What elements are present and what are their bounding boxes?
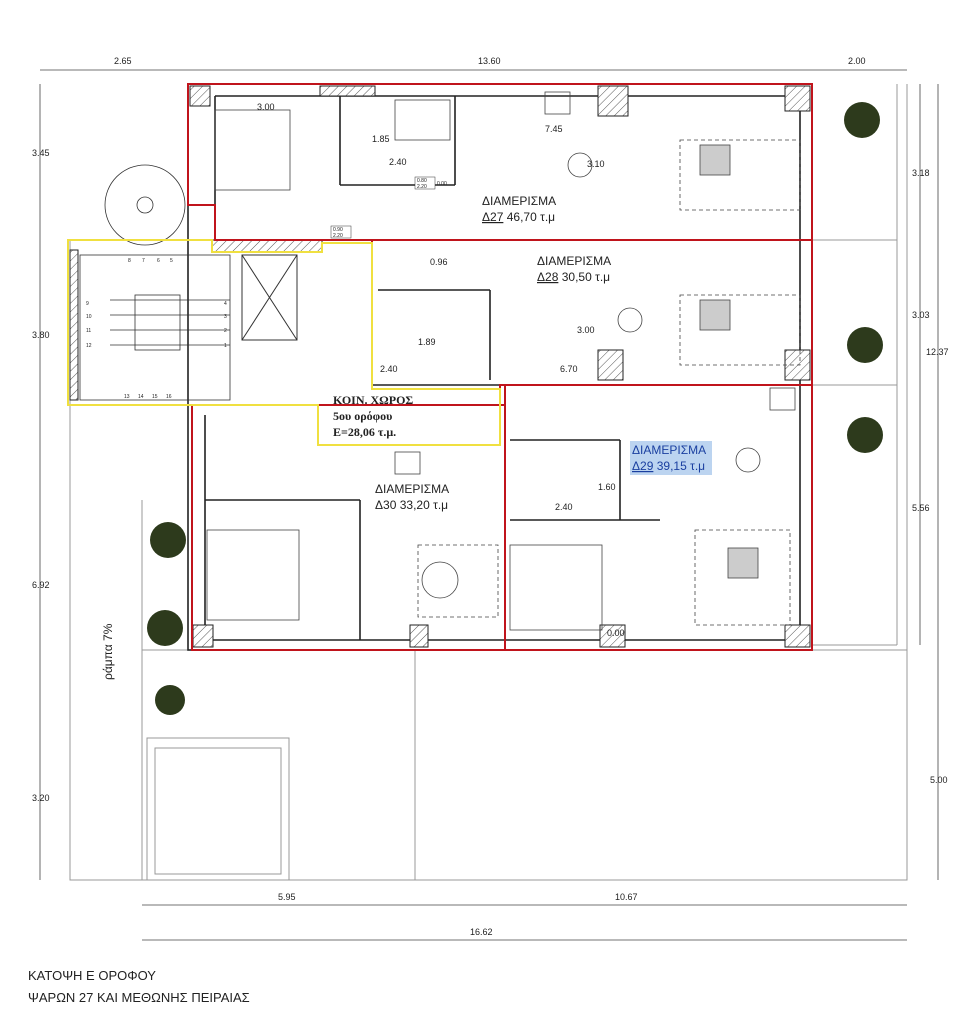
apartment-title: ΔΙΑΜΕΡΙΣΜΑ [375,482,449,496]
apartment-code: Δ28 [537,270,559,284]
dim-bottom-2: 10.67 [615,892,638,902]
label-d27: ΔΙΑΜΕΡΙΣΜΑ Δ27 46,70 τ.μ [482,194,556,224]
apartment-area: 46,70 τ.μ [507,210,555,224]
apartment-code: Δ30 [375,498,397,512]
dim-left-1: 3.45 [32,148,50,158]
dimension-labels: 2.65 13.60 2.00 3.45 3.80 6.92 3.20 3.18… [32,56,949,937]
door-width: 0.90 [333,227,343,233]
room-dim: 0.96 [430,257,448,267]
selection-highlight [630,441,712,475]
stair-step: 4 [224,301,227,307]
common-outline [67,239,501,446]
dim-total: 16.62 [470,927,493,937]
stair-step: 7 [142,258,145,264]
stair-step: 11 [86,328,91,334]
door-tag: 0.90 2.20 [330,225,352,239]
label-d30: ΔΙΑΜΕΡΙΣΜΑ Δ30 33,20 τ.μ [375,482,449,512]
dim-top-1: 2.65 [114,56,132,66]
apartment-code: Δ29 [632,459,654,473]
columns [69,85,811,648]
room-dim: 1.60 [598,482,616,492]
apartment-code-area: Δ30 33,20 τ.μ [375,498,448,512]
elevator-shaft [241,254,298,341]
stair-step: 2 [224,328,227,334]
door-level: 0.00 [437,181,447,187]
room-dim: 6.70 [560,364,578,374]
door-height: 2.20 [417,184,427,190]
balcony-plants [147,102,883,715]
apartment-code-area: Δ29 39,15 τ.μ [632,459,705,473]
stair-step: 13 [124,394,130,400]
dim-left-4: 3.20 [32,793,50,803]
door-tags: 0.90 2.20 0.80 2.20 0.00 [330,176,447,239]
common-area-title: ΚΟΙΝ. ΧΩΡΟΣ [333,393,413,407]
room-dim: 1.89 [418,337,436,347]
dim-right-2: 3.03 [912,310,930,320]
dimension-lines [39,69,939,941]
apartment-title: ΔΙΑΜΕΡΙΣΜΑ [537,254,611,268]
label-d28: ΔΙΑΜΕΡΙΣΜΑ Δ28 30,50 τ.μ [537,254,611,284]
staircase [79,164,231,401]
dim-right-3: 12.37 [926,347,949,357]
dim-bottom-1: 5.95 [278,892,296,902]
dim-top-3: 2.00 [848,56,866,66]
outline-d29 [504,384,813,651]
apartment-title: ΔΙΑΜΕΡΙΣΜΑ [632,443,706,457]
common-area-size: Ε=28,06 τ.μ. [333,425,396,439]
furniture [206,91,801,631]
dim-left-3: 6.92 [32,580,50,590]
common-area-floor: 5ου ορόφου [333,409,392,423]
dim-left-2: 3.80 [32,330,50,340]
dim-top-2: 13.60 [478,56,501,66]
stair-step: 1 [224,343,227,349]
drawing-title-line1: ΚΑΤΟΨΗ Ε ΟΡΟΦΟΥ [28,968,156,983]
apartment-code-area: Δ28 30,50 τ.μ [537,270,610,284]
room-dim: 1.85 [372,134,390,144]
stair-step: 12 [86,343,92,349]
room-dim: 3.00 [257,102,275,112]
apartment-area: 39,15 τ.μ [657,459,705,473]
dim-right-4: 5.56 [912,503,930,513]
label-common-area: ΚΟΙΝ. ΧΩΡΟΣ 5ου ορόφου Ε=28,06 τ.μ. [333,393,413,439]
stair-step: 6 [157,258,160,264]
room-dimensions: 3.00 1.85 2.40 7.45 3.10 0.96 1.89 2.40 … [257,102,625,638]
apartment-code-area: Δ27 46,70 τ.μ [482,210,555,224]
stair-step: 14 [138,394,144,400]
dim-right-5: 5.00 [930,775,948,785]
outline-d30 [191,404,506,651]
door-tag: 0.80 2.20 0.00 [414,176,447,190]
stair-numbers: 1 2 3 4 5 6 7 8 9 10 11 12 13 14 15 16 [86,258,227,400]
room-dim: 3.10 [587,159,605,169]
room-dim: 2.40 [555,502,573,512]
door-height: 2.20 [333,233,343,239]
stair-step: 8 [128,258,131,264]
stair-step: 3 [224,314,227,320]
door-width: 0.80 [417,178,427,184]
stair-step: 9 [86,301,89,307]
apartment-code: Δ27 [482,210,504,224]
label-d29: ΔΙΑΜΕΡΙΣΜΑ Δ29 39,15 τ.μ [630,441,712,475]
drawing-title-line2: ΨΑΡΩΝ 27 ΚΑΙ ΜΕΘΩΝΗΣ ΠΕΙΡΑΙΑΣ [28,990,250,1005]
room-dim: 3.00 [577,325,595,335]
stair-step: 15 [152,394,158,400]
stair-step: 16 [166,394,172,400]
ramp-label: ράμπα 7% [101,623,115,680]
room-dim: 2.40 [389,157,407,167]
apartment-title: ΔΙΑΜΕΡΙΣΜΑ [482,194,556,208]
outline-d27 [187,83,813,241]
room-dim: 2.40 [380,364,398,374]
room-dim: 7.45 [545,124,563,134]
stair-step: 5 [170,258,173,264]
apartment-area: 33,20 τ.μ [400,498,448,512]
room-dim: 0.00 [607,628,625,638]
stair-step: 10 [86,314,92,320]
dim-right-1: 3.18 [912,168,930,178]
apartment-area: 30,50 τ.μ [562,270,610,284]
